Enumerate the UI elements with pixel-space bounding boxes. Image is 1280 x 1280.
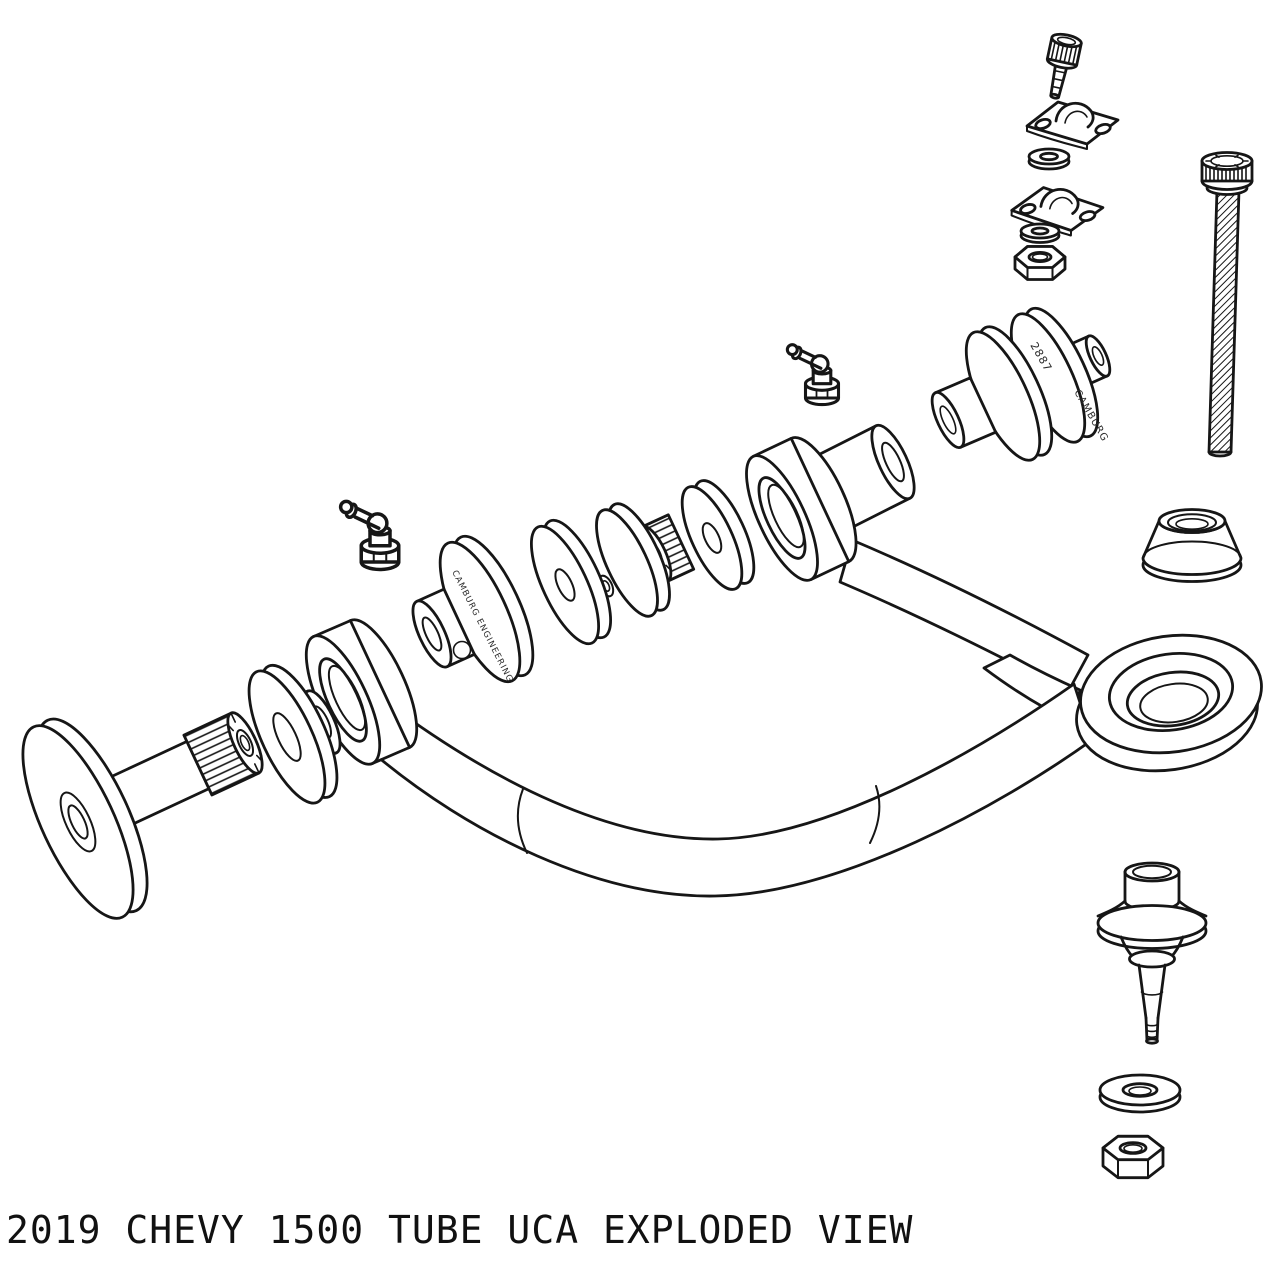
- pivot-stud: [1200, 151, 1254, 458]
- control-arm: [304, 423, 1263, 898]
- uniball-bushing-assembly: 2887 CAMBURG: [930, 306, 1112, 462]
- cap-screw: [1045, 32, 1083, 100]
- clamp-half-upper: [1025, 100, 1120, 150]
- flanged-bushing-front: [247, 663, 342, 805]
- grease-fitting-front: [338, 499, 401, 572]
- clamp-washer-2: [1019, 222, 1061, 244]
- clamp-washer-1: [1027, 147, 1071, 171]
- ball-joint-washer: [1098, 1073, 1182, 1114]
- dust-cap: [1141, 508, 1243, 583]
- bushing-washer-set: CAMBURG ENGINEERING: [411, 479, 756, 684]
- cone-washer: [21, 717, 149, 920]
- clamp-nut: [1013, 245, 1067, 281]
- grease-fitting-rear: [785, 343, 841, 407]
- caption: 2019 CHEVY 1500 TUBE UCA EXPLODED VIEW: [6, 1208, 914, 1252]
- ball-joint-nut: [1101, 1134, 1165, 1180]
- ball-joint: [1096, 861, 1208, 1045]
